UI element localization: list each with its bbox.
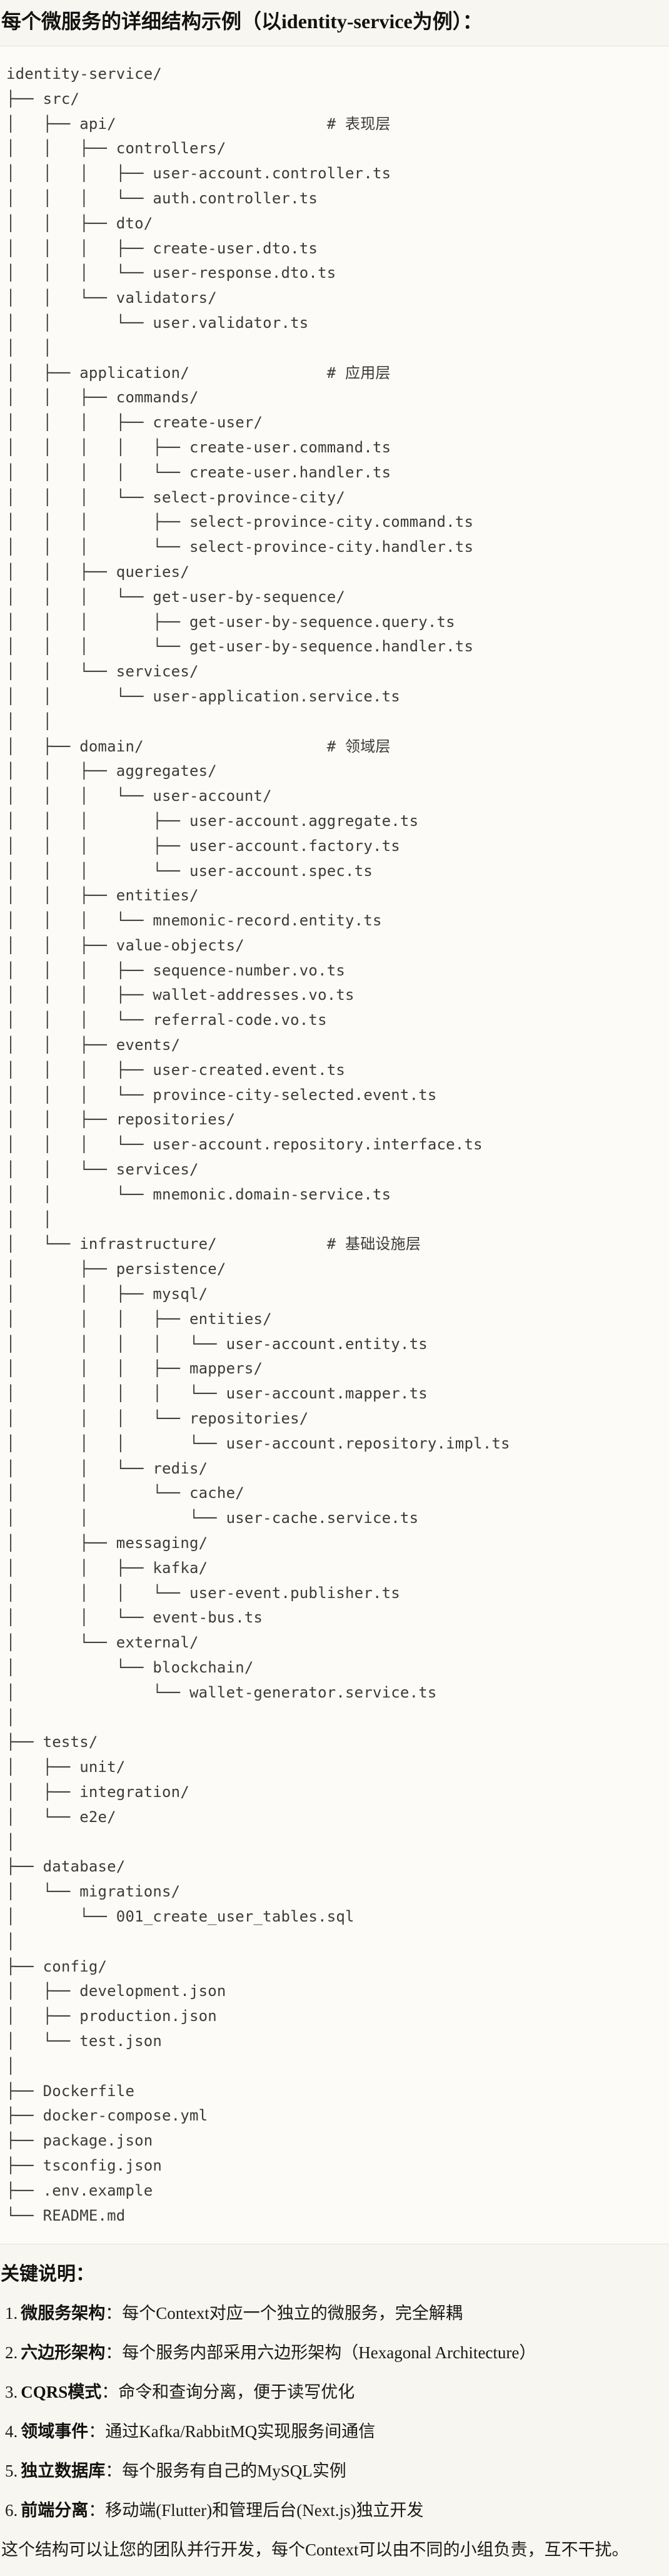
note-item-microservice: 1.微服务架构：每个Context对应一个独立的微服务，完全解耦 (5, 2303, 669, 2324)
directory-tree: identity-service/ ├── src/ │ ├── api/ # … (6, 65, 510, 2224)
note-number: 4. (5, 2422, 18, 2441)
note-item-domain-events: 4.领域事件：通过Kafka/RabbitMQ实现服务间通信 (5, 2421, 669, 2442)
document: 每个微服务的详细结构示例（以identity-service为例）： ident… (0, 9, 669, 2560)
note-label: 独立数据库 (21, 2461, 106, 2481)
note-label: 领域事件 (21, 2422, 89, 2441)
note-label: CQRS模式 (21, 2383, 102, 2402)
note-colon: ： (101, 2383, 119, 2402)
note-colon: ： (88, 2501, 106, 2520)
note-text: 每个服务内部采用六边形架构（Hexagonal Architecture） (122, 2343, 536, 2363)
note-number: 1. (5, 2304, 18, 2323)
note-label: 前端分离 (21, 2501, 89, 2520)
note-text: 通过Kafka/RabbitMQ实现服务间通信 (105, 2422, 376, 2441)
note-number: 2. (5, 2343, 18, 2363)
code-block: identity-service/ ├── src/ │ ├── api/ # … (0, 46, 669, 2245)
note-number: 5. (5, 2461, 18, 2481)
notes-list: 1.微服务架构：每个Context对应一个独立的微服务，完全解耦 2.六边形架构… (0, 2303, 669, 2521)
page-title: 每个微服务的详细结构示例（以identity-service为例）： (1, 10, 483, 33)
note-label: 六边形架构 (21, 2343, 106, 2363)
note-text: 移动端(Flutter)和管理后台(Next.js)独立开发 (105, 2501, 424, 2520)
closing-paragraph: 这个结构可以让您的团队并行开发，每个Context可以由不同的小组负责，互不干扰… (1, 2540, 629, 2560)
note-text: 每个Context对应一个独立的微服务，完全解耦 (122, 2304, 463, 2323)
note-label: 微服务架构 (21, 2304, 106, 2323)
note-colon: ： (105, 2343, 123, 2363)
note-colon: ： (105, 2461, 123, 2481)
note-text: 命令和查询分离，便于读写优化 (118, 2383, 355, 2402)
note-number: 3. (5, 2383, 18, 2402)
note-item-frontend: 6.前端分离：移动端(Flutter)和管理后台(Next.js)独立开发 (5, 2500, 669, 2521)
note-colon: ： (88, 2422, 106, 2441)
note-item-cqrs: 3.CQRS模式：命令和查询分离，便于读写优化 (5, 2381, 669, 2403)
note-text: 每个服务有自己的MySQL实例 (122, 2461, 346, 2481)
note-colon: ： (105, 2304, 123, 2323)
note-number: 6. (5, 2501, 18, 2520)
notes-heading: 关键说明： (1, 2264, 94, 2285)
note-item-database: 5.独立数据库：每个服务有自己的MySQL实例 (5, 2460, 669, 2482)
note-item-hexagonal: 2.六边形架构：每个服务内部采用六边形架构（Hexagonal Architec… (5, 2342, 669, 2363)
